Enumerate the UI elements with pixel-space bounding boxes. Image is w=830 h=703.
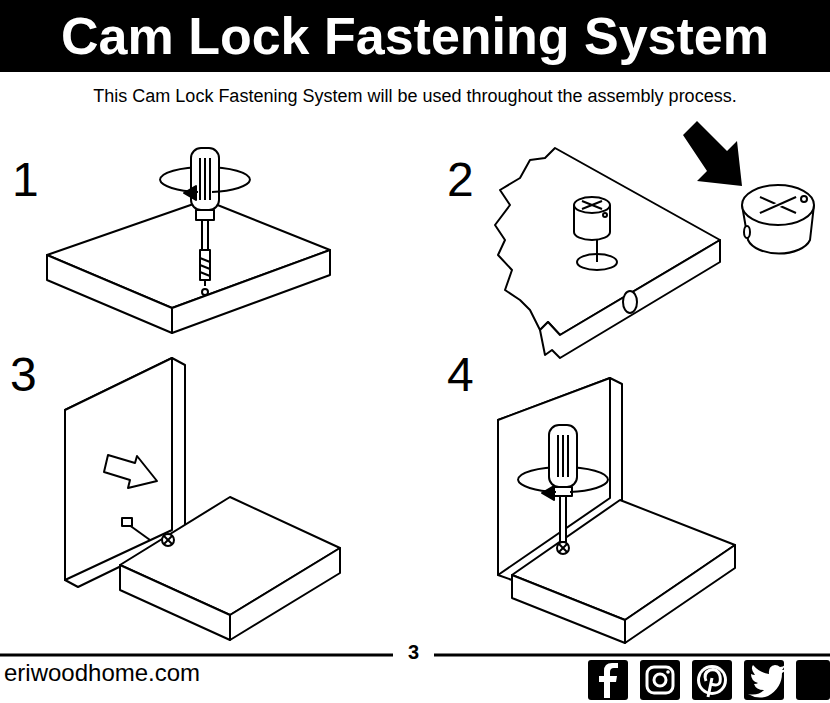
drawing-part [184,186,196,200]
step4-assembly [498,378,735,643]
drawing-part [202,220,208,250]
drawing-part [744,226,750,238]
drawing-part [574,197,610,213]
social-icons [588,660,830,700]
drawing-part [554,487,572,496]
drawing-part [742,185,814,225]
drawing-part [196,210,214,220]
drawing-part [540,240,720,358]
drawing-part [204,280,206,286]
drawing-part [202,289,208,295]
step3-board [120,497,340,640]
drawing-part [570,480,608,492]
step2-board [495,148,720,358]
drawing-part [801,196,807,202]
page-number: 3 [395,641,432,664]
drawing-part [760,197,796,213]
drawing-part [705,670,720,697]
drawing-part [599,663,618,698]
drawing-part [562,435,564,477]
drawing-part [625,545,735,643]
drawing-part [172,250,330,333]
drawing-part [542,486,554,500]
step1-screwdriver [160,148,250,286]
drawing-part [748,665,786,698]
drawing-part [760,197,796,213]
drawing-part [623,291,637,313]
drawing-part [557,542,569,554]
drawing-part [582,201,602,209]
drawing-part [200,258,210,262]
footer-rule [0,654,393,657]
drawing-part [200,265,210,269]
drawing-part [512,575,625,643]
drawing-part [200,272,210,276]
drawing-part [559,544,567,552]
drawing-part [230,548,340,640]
step-number: 3 [10,347,37,402]
drawing-part [560,496,566,542]
drawing-part [120,565,230,640]
drawing-part [549,425,577,487]
drawing-part [588,660,628,700]
drawing-part [559,544,567,552]
drawing-part [567,435,569,477]
drawing-part [603,213,607,217]
drawing-part [209,158,211,200]
drawing-part [760,197,796,213]
drawing-part [47,255,172,333]
drawing-part [557,435,559,477]
step-number: 1 [12,152,39,207]
subtitle-text: This Cam Lock Fastening System will be u… [0,86,830,107]
direction-arrow [683,121,742,186]
step1-board [47,200,330,333]
title-text: Cam Lock Fastening System [0,0,830,72]
title-band [0,0,830,72]
drawing-part [640,660,680,700]
step-number: 4 [447,347,474,402]
drawing-part [191,148,219,210]
footer-rule [434,654,830,657]
drawing-part [164,536,172,544]
drawing-part [122,518,132,526]
drawing-part [200,250,210,280]
drawing-part [199,158,201,200]
drawing-part [796,660,830,700]
drawing-part [162,534,174,546]
drawing-part [212,180,250,192]
drawing-part [582,201,602,209]
drawing-part [692,660,732,700]
drawing-part [647,667,673,693]
drawing-part [760,197,796,213]
website-url: eriwoodhome.com [4,659,200,687]
drawing-part [204,158,206,200]
step4-screwdriver [518,425,608,542]
step2-cam-large [742,185,814,254]
drawing-part [666,670,670,674]
step-number: 2 [447,152,474,207]
step2-cam-small [574,197,610,240]
drawing-part [654,674,666,686]
drawing-part [164,536,172,544]
drawing-part [104,455,157,488]
